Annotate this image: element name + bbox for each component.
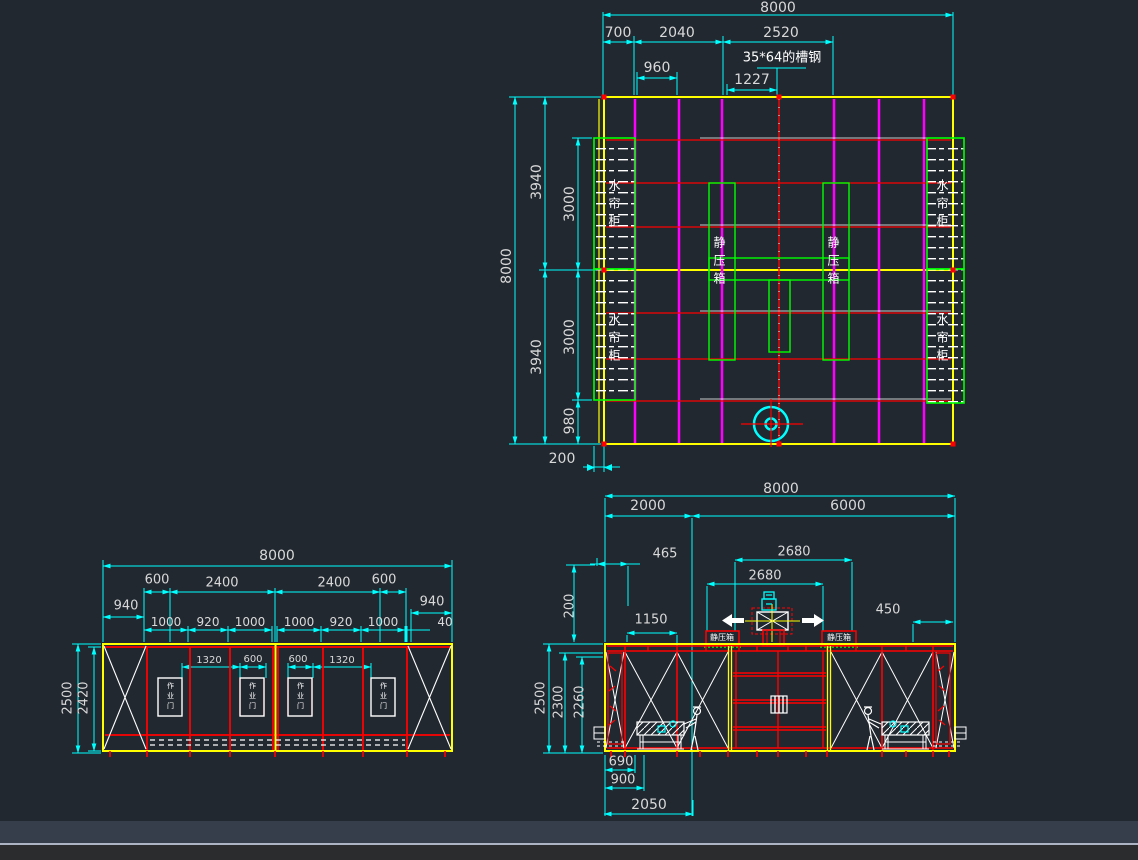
- plan-view: [509, 12, 964, 472]
- front-elevation-view: [72, 560, 452, 757]
- side-elevation-view: [543, 496, 966, 816]
- side-roof-assembly: [704, 592, 858, 647]
- plan-dimension-lines: [515, 15, 953, 471]
- command-strip[interactable]: [0, 845, 1138, 860]
- status-strip[interactable]: [0, 821, 1138, 845]
- plan-body: [594, 95, 964, 448]
- front-extension-lines: [72, 560, 452, 753]
- exhaust-fan: [745, 592, 800, 646]
- plan-extension-lines: [509, 12, 953, 472]
- worker-right: [864, 707, 881, 750]
- front-body: [103, 644, 452, 757]
- side-dimension-lines: [549, 496, 955, 814]
- center-grille: [771, 696, 787, 713]
- workbench-right: [882, 721, 929, 749]
- front-frame: [105, 647, 450, 750]
- plan-fan-circle: [741, 399, 803, 447]
- side-base-strips: [597, 742, 963, 746]
- front-dimension-lines: [78, 566, 452, 753]
- model-space-canvas[interactable]: 8000700204025209601227800039403940300030…: [0, 0, 1138, 821]
- fan-motor-icon: [762, 592, 776, 610]
- side-body: [594, 644, 966, 757]
- drawing-linework: [0, 0, 1138, 821]
